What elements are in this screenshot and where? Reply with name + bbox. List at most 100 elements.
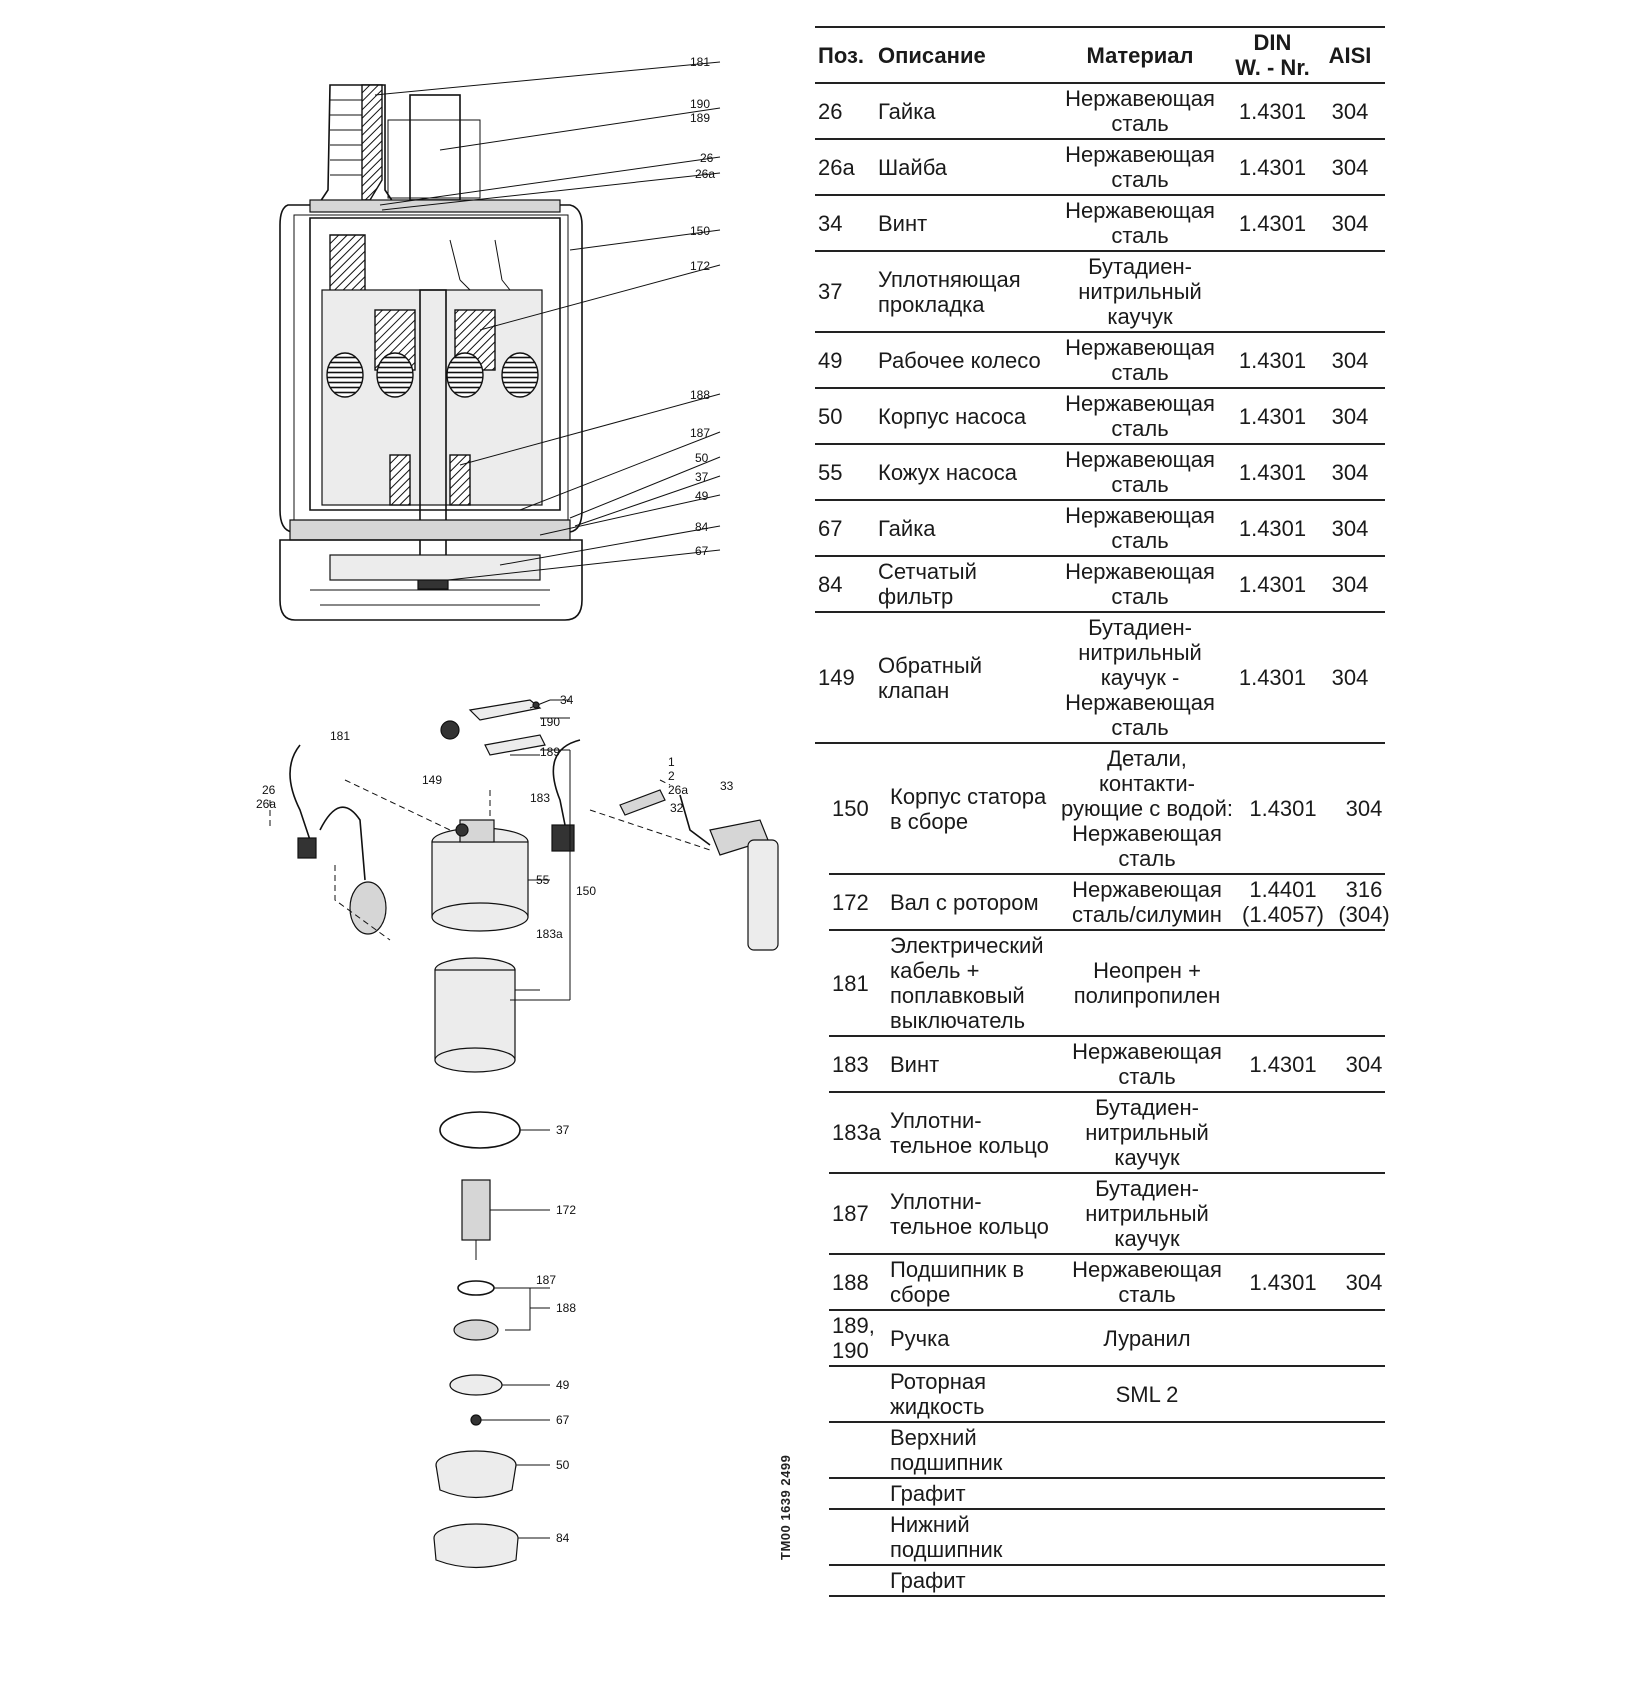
cell-aisi xyxy=(1329,1535,1399,1539)
cell-pos: 84 xyxy=(818,571,843,597)
cell-din xyxy=(1237,1579,1329,1583)
header-aisi: AISI xyxy=(1328,42,1372,68)
cell-material xyxy=(1057,1448,1237,1452)
cell-material xyxy=(1057,1492,1237,1496)
parts-table: Поз. Описание Материал DIN W. - Nr. AISI… xyxy=(815,26,1390,1597)
cell-din xyxy=(1237,1448,1329,1452)
cell-pos: 150 xyxy=(832,796,869,821)
cell-pos: 67 xyxy=(818,515,843,541)
cell-pos: 187 xyxy=(832,1201,869,1226)
cell-pos: 172 xyxy=(832,889,869,915)
callout-26: 26 xyxy=(700,151,714,165)
cell-aisi: 304 xyxy=(1331,210,1369,236)
cell-aisi: 304 xyxy=(1345,796,1383,821)
callout-84: 84 xyxy=(695,520,709,534)
cell-aisi: 304 xyxy=(1331,154,1369,180)
cell-din xyxy=(1237,1535,1329,1539)
cell-description: Верхний подшипник xyxy=(890,1425,1003,1475)
callout-188: 188 xyxy=(556,1301,576,1315)
cell-description: Обратный клапан xyxy=(878,652,983,703)
cell-description: Нижний подшипник xyxy=(890,1512,1003,1562)
callout-190: 190 xyxy=(690,97,710,111)
cell-pos: 26a xyxy=(818,154,855,180)
cell-pos: 50 xyxy=(818,403,843,429)
callout-150: 150 xyxy=(690,224,710,238)
callout-49: 49 xyxy=(556,1378,570,1392)
cell-aisi xyxy=(1329,1492,1399,1496)
cell-material: Нержавеющая сталь xyxy=(1065,559,1215,609)
cell-description: Сетчатый фильтр xyxy=(878,559,977,609)
cell-din: 1.4301 xyxy=(1238,665,1307,690)
cell-aisi: 304 xyxy=(1345,1269,1383,1295)
cell-description: Подшипник в сборе xyxy=(890,1257,1025,1307)
cell-description: Ручка xyxy=(890,1325,950,1351)
cell-din xyxy=(1237,1336,1329,1340)
callout-50: 50 xyxy=(695,451,709,465)
cell-aisi: 304 xyxy=(1331,459,1369,485)
cell-description: Рабочее колесо xyxy=(878,347,1041,373)
cell-din: 1.4301 xyxy=(1238,459,1307,485)
table-row: Графит xyxy=(829,1479,1385,1510)
table-row: Нижний подшипник xyxy=(829,1510,1385,1566)
cell-material: Нержавеющая сталь xyxy=(1065,447,1215,497)
cell-description: Вал с ротором xyxy=(890,889,1039,915)
callout-26a-right: 26a xyxy=(668,783,688,797)
table-row: Верхний подшипник xyxy=(829,1423,1385,1479)
cell-description: Графит xyxy=(890,1481,966,1506)
cell-pos: 34 xyxy=(818,210,843,236)
cell-description: Электрический кабель + поплавковый выклю… xyxy=(890,933,1044,1033)
cell-material: Бутадиен-нитрильный каучук xyxy=(1085,1176,1209,1251)
cell-material: Нержавеющая сталь xyxy=(1065,86,1215,136)
cell-din: 1.4301 xyxy=(1238,571,1307,597)
header-din-line1: DIN xyxy=(1253,30,1292,55)
cell-description: Кожух насоса xyxy=(878,459,1017,485)
cell-aisi xyxy=(1329,1392,1399,1396)
callout-172: 172 xyxy=(556,1203,576,1217)
cell-description: Графит xyxy=(890,1568,966,1593)
callout-67: 67 xyxy=(556,1413,570,1427)
cell-din: 1.4301 xyxy=(1249,1051,1317,1077)
callout-183a: 183a xyxy=(536,927,563,941)
cell-pos: 26 xyxy=(818,98,843,124)
cell-pos: 188 xyxy=(832,1269,869,1295)
callout-189: 189 xyxy=(690,111,710,125)
callout-67: 67 xyxy=(695,544,709,558)
cell-pos: 149 xyxy=(818,665,855,690)
cell-material: Неопрен + полипропилен xyxy=(1073,958,1221,1008)
header-pos: Поз. xyxy=(818,42,865,68)
exploded-view-drawing: 34 190 189 181 149 183 26 26a 1 2 26a 33… xyxy=(256,693,779,1569)
cell-material: Детали, контакти-рующие с водой: Нержаве… xyxy=(1060,746,1233,871)
cell-din xyxy=(1237,1492,1329,1496)
cell-description: Уплотни-тельное кольцо xyxy=(890,1188,1049,1239)
cell-din xyxy=(1237,981,1329,985)
header-din: DIN W. - Nr. xyxy=(1230,28,1315,82)
cell-description: Гайка xyxy=(878,98,936,124)
table-row: 84 Сетчатый фильтр Нержавеющая сталь 1.4301… xyxy=(815,557,1385,613)
callout-55: 55 xyxy=(536,873,550,887)
cell-material: Нержавеющая сталь xyxy=(1072,1257,1222,1307)
cell-aisi: 304 xyxy=(1345,1051,1383,1077)
cell-aisi: 304 xyxy=(1331,515,1369,541)
header-material: Материал xyxy=(1086,42,1194,68)
cell-material: Нержавеющая сталь xyxy=(1065,142,1215,192)
callout-187: 187 xyxy=(536,1273,556,1287)
cell-material: Бутадиен-нитрильный каучук xyxy=(1085,1095,1209,1170)
cell-material: Нержавеющая сталь xyxy=(1065,503,1215,553)
cell-pos xyxy=(829,1392,887,1396)
cell-pos: 183 xyxy=(832,1051,869,1077)
cell-material: Бутадиен-нитрильный каучук xyxy=(1078,254,1202,329)
cell-din: 1.4301 xyxy=(1238,515,1307,541)
callout-181: 181 xyxy=(690,55,710,69)
cell-pos: 189, 190 xyxy=(832,1313,875,1363)
callout-37: 37 xyxy=(556,1123,570,1137)
cell-pos xyxy=(829,1448,887,1452)
